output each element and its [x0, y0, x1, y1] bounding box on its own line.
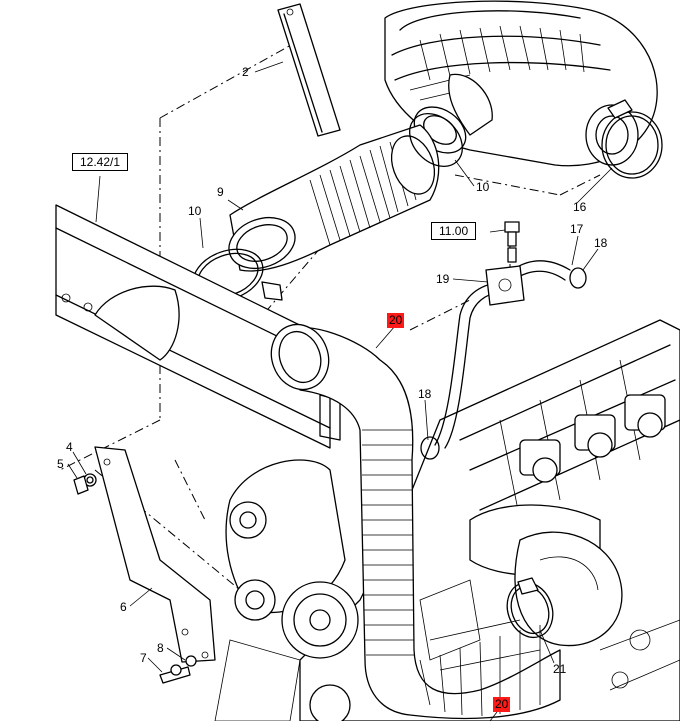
callout-19[interactable]: 19	[436, 272, 450, 286]
callout-7[interactable]: 7	[140, 651, 147, 665]
mounting-plate-6	[94, 446, 216, 663]
leader-lines	[67, 61, 613, 721]
hose-clamp-18	[420, 267, 587, 460]
callout-4[interactable]: 4	[66, 440, 73, 454]
corrugated-hose-9	[228, 124, 440, 272]
callout-5[interactable]: 5	[57, 457, 64, 471]
breather-pipe-17	[434, 221, 571, 449]
highlight-callout-20-top[interactable]: 20	[387, 313, 405, 328]
fasteners	[73, 473, 197, 684]
callout-8[interactable]: 8	[157, 641, 164, 655]
callout-17[interactable]: 17	[570, 222, 584, 236]
callout-6[interactable]: 6	[120, 600, 127, 614]
hose-clamp-21	[506, 577, 554, 639]
support-bracket-2	[277, 3, 341, 137]
phantom-lines	[59, 39, 601, 591]
callout-10-left[interactable]: 10	[188, 204, 202, 218]
reference-box-11-00[interactable]: 11.00	[431, 222, 477, 240]
accessory-drive	[214, 459, 359, 721]
reference-box-12-42-1[interactable]: 12.42/1	[72, 153, 129, 171]
callout-18-middle[interactable]: 18	[418, 387, 432, 401]
callout-16[interactable]: 16	[573, 200, 587, 214]
intake-hose-20	[270, 323, 561, 720]
highlight-callout-20-bottom[interactable]: 20	[493, 697, 511, 712]
callout-2[interactable]: 2	[242, 65, 249, 79]
hose-clamp-16	[601, 99, 663, 179]
callout-10-right[interactable]: 10	[476, 180, 490, 194]
callout-21[interactable]: 21	[553, 662, 567, 676]
callout-18-top[interactable]: 18	[594, 236, 608, 250]
callout-9[interactable]: 9	[217, 185, 224, 199]
